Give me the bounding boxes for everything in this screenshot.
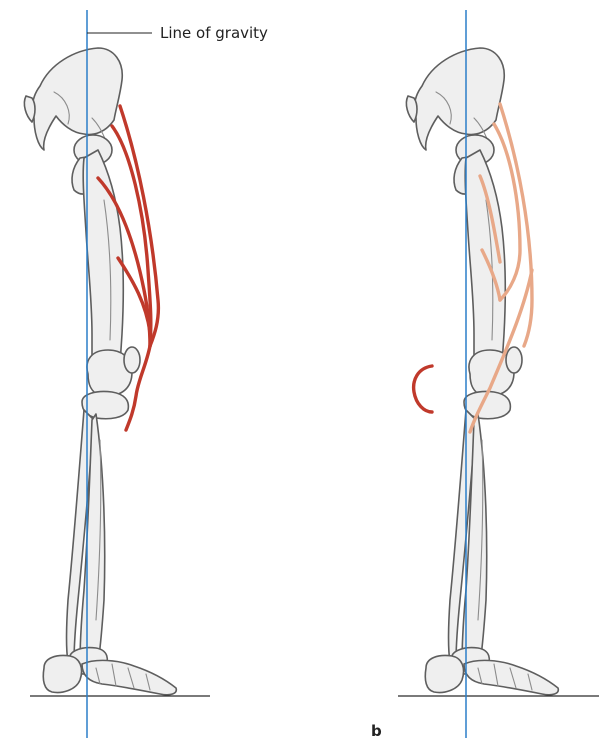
skeleton-b [406, 48, 558, 695]
gravity-label: Line of gravity [160, 24, 268, 42]
panel-b: b [371, 10, 599, 738]
panel-label-b: b [371, 722, 382, 738]
anterior-knee-muscle-b [414, 366, 432, 412]
panel-a: Line of gravity [24, 10, 268, 738]
skeleton-a [24, 48, 176, 695]
